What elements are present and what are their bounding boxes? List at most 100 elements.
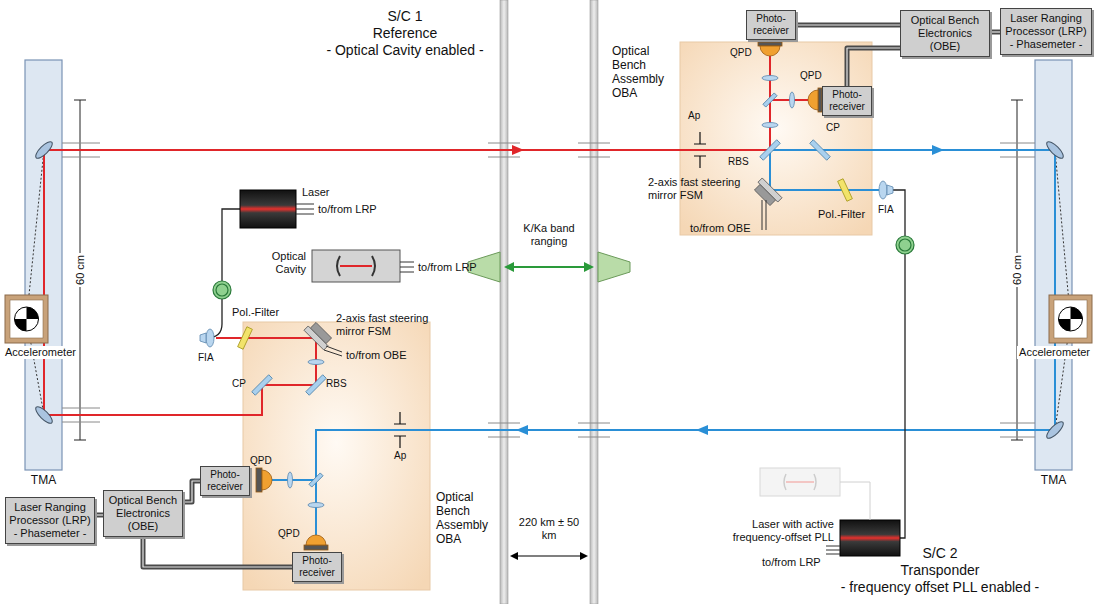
ranging-label: K/Ka band ranging bbox=[509, 222, 589, 248]
component-label: Pol.-Filter bbox=[232, 306, 279, 319]
optical-cavity-symbol bbox=[840, 482, 870, 520]
optical-bench-panel bbox=[680, 42, 872, 235]
node-label: Accelerometer bbox=[1017, 346, 1092, 359]
tma-mirror bbox=[33, 139, 54, 160]
signal-cable bbox=[95, 515, 103, 516]
processor-box: Laser Ranging Processor (LRP)- Phasemete… bbox=[1000, 8, 1092, 55]
qpd-dome bbox=[760, 46, 780, 56]
cable-sheath bbox=[95, 513, 103, 518]
node-label: TMA bbox=[1029, 474, 1078, 487]
signal-cable bbox=[796, 25, 900, 26]
accelerometer-link bbox=[1055, 150, 1071, 430]
cable-sheath bbox=[990, 30, 1000, 35]
signal-cable bbox=[847, 48, 900, 86]
fiber-coil bbox=[216, 284, 228, 296]
accelerometer-symbol bbox=[15, 307, 39, 331]
fiber-coil bbox=[899, 239, 911, 251]
signal-cable bbox=[183, 481, 200, 502]
component-label: RBS bbox=[728, 156, 749, 168]
cable-core bbox=[796, 24, 900, 25]
node-label: Optical Bench Assembly OBA bbox=[612, 44, 674, 100]
spacecraft-heading: S/C 1 bbox=[315, 8, 495, 25]
tma-mirror bbox=[1044, 419, 1065, 440]
signal-wire bbox=[400, 262, 414, 272]
steering-mirror bbox=[752, 178, 782, 208]
accelerometer-symbol bbox=[10, 300, 43, 338]
lens bbox=[879, 181, 887, 199]
photoreceiver-box: Photo-receiver bbox=[746, 10, 796, 40]
accelerometer-symbol bbox=[1059, 307, 1083, 331]
accelerometer: Accelerometer bbox=[5, 295, 48, 343]
node-label: Optical Cavity bbox=[258, 250, 306, 276]
component-label: CP bbox=[826, 122, 840, 134]
electronics-box: Optical Bench Electronics (OBE) bbox=[900, 10, 990, 57]
polarization-filter bbox=[238, 327, 253, 349]
ranging-arrow bbox=[584, 262, 594, 272]
lens bbox=[762, 123, 778, 128]
beam-splitter bbox=[252, 93, 831, 487]
wire-label: to/from LRP bbox=[318, 203, 377, 216]
component-label: QPD bbox=[800, 70, 822, 82]
distance-arrow bbox=[510, 552, 518, 560]
cable-core bbox=[183, 481, 200, 502]
cable-core bbox=[847, 48, 900, 86]
optical-cavity-symbol bbox=[786, 481, 814, 483]
node-label: TMA bbox=[19, 474, 68, 487]
fiber-coil bbox=[896, 236, 914, 254]
qpd-dome bbox=[304, 545, 328, 550]
polarization-filter bbox=[838, 179, 853, 201]
accelerometer: Accelerometer bbox=[1049, 295, 1092, 343]
laser-beam-blue bbox=[696, 425, 708, 435]
photoreceiver-box: Photo-receiver bbox=[292, 552, 342, 582]
component-label: QPD bbox=[278, 528, 300, 540]
steering-mirror bbox=[304, 326, 328, 350]
node-label: Laser Ranging Processor (LRP) bbox=[1004, 12, 1088, 38]
photoreceiver-box: Photo-receiver bbox=[200, 466, 250, 496]
qpd-dome bbox=[306, 535, 326, 545]
node-label: Photo-receiver bbox=[203, 469, 247, 493]
component-label: Pol.-Filter bbox=[818, 208, 865, 221]
node-label: Optical Bench Assembly OBA bbox=[436, 490, 496, 546]
distance-arrow bbox=[516, 555, 582, 556]
electronics-box: Optical Bench Electronics (OBE) bbox=[103, 490, 183, 537]
processor-box: Laser Ranging Processor (LRP)- Phasemete… bbox=[5, 497, 95, 544]
optical-fiber bbox=[206, 190, 905, 538]
component-label: QPD bbox=[250, 455, 272, 467]
tma-mirror bbox=[33, 139, 1065, 440]
accelerometer-link bbox=[27, 150, 45, 415]
laser-beam-blue bbox=[516, 425, 528, 435]
distance-arrow bbox=[510, 552, 588, 560]
lens bbox=[887, 185, 893, 195]
lens bbox=[200, 333, 206, 343]
spacecraft-wall bbox=[500, 0, 508, 604]
accelerometer-symbol bbox=[15, 307, 39, 331]
signal-wire bbox=[826, 546, 840, 554]
lens bbox=[762, 76, 778, 81]
optical-bench-panel bbox=[243, 42, 872, 590]
lens bbox=[288, 472, 293, 488]
spacecraft-heading: - Optical Cavity enabled - bbox=[295, 42, 515, 59]
beam-splitter bbox=[763, 93, 777, 107]
node-label: Photo-receiver bbox=[295, 555, 339, 579]
node-label: Laser Ranging Processor (LRP) bbox=[9, 501, 91, 527]
cable-sheath bbox=[847, 48, 900, 86]
lens bbox=[200, 76, 893, 508]
beam-splitter bbox=[760, 140, 781, 161]
laser-symbol bbox=[240, 190, 900, 556]
cable-core bbox=[143, 537, 292, 567]
laser-beam-blue bbox=[272, 145, 1055, 535]
optical-cavity-symbol bbox=[312, 250, 400, 282]
component-label: Ap bbox=[688, 110, 700, 122]
spacecraft-wall bbox=[500, 0, 598, 604]
laser-beam-red bbox=[44, 56, 808, 415]
cable-core bbox=[990, 31, 1000, 32]
optical-cavity-symbol bbox=[337, 256, 375, 276]
accelerometer-symbol bbox=[5, 295, 1092, 343]
fiber-coil bbox=[213, 281, 231, 299]
laser: Laser bbox=[240, 190, 296, 228]
beam-splitter bbox=[309, 473, 323, 487]
component-label: CP bbox=[232, 378, 246, 390]
cable-sheath bbox=[796, 23, 900, 28]
node-label: Photo-receiver bbox=[825, 89, 869, 113]
